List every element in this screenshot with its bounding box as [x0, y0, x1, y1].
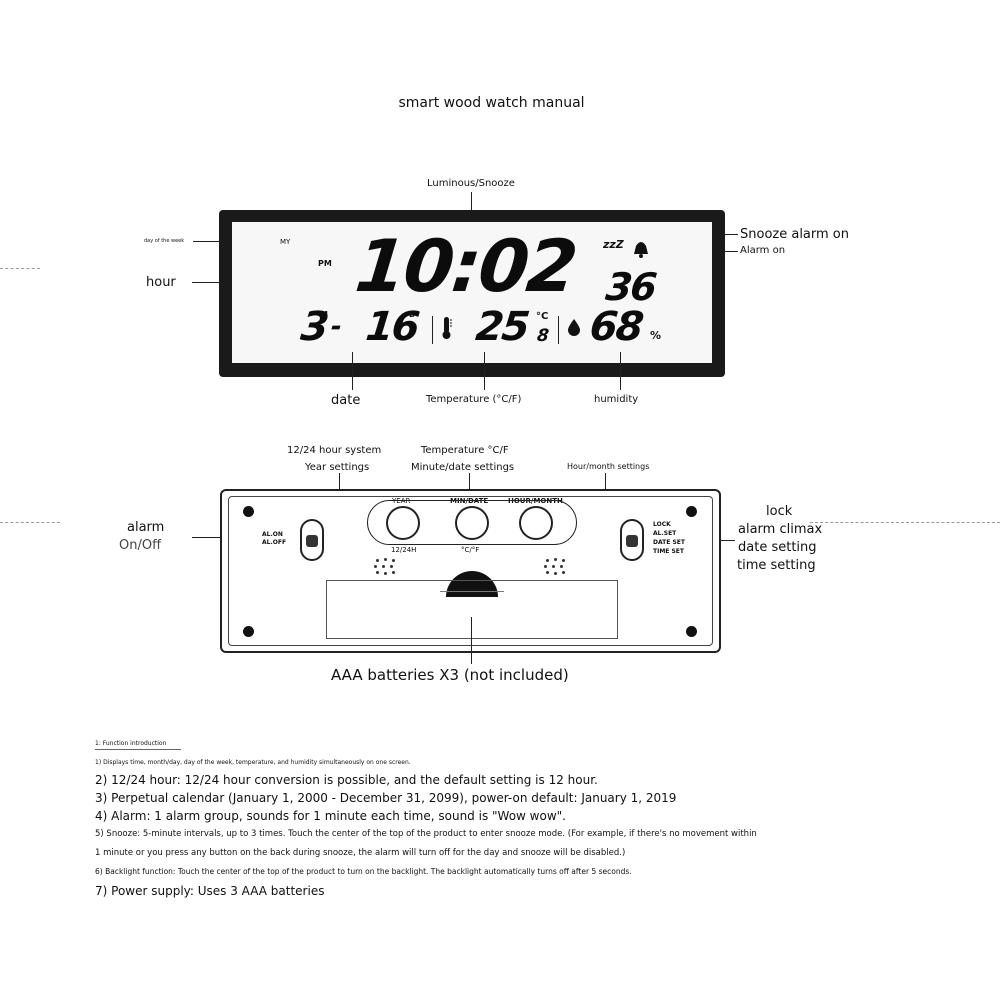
- edge-dash-right: [810, 522, 1000, 523]
- lcd-day-unit: D: [409, 310, 416, 319]
- hour-month-button[interactable]: [519, 506, 553, 540]
- leader-date: [352, 352, 353, 390]
- btn-label-1224h: 12/24H: [391, 546, 417, 554]
- lcd-divider-2: [558, 316, 559, 344]
- page-title: smart wood watch manual: [398, 95, 585, 111]
- label-temperature: Temperature (°C/F): [426, 394, 522, 405]
- back-panel-inner: [228, 496, 713, 646]
- btn-label-min-date: MIN/DATE: [450, 497, 489, 505]
- label-time-setting: time setting: [737, 558, 816, 573]
- snooze-zzz-icon: zzZ: [603, 238, 624, 251]
- year-button[interactable]: [386, 506, 420, 540]
- lcd-humidity-unit: %: [650, 329, 662, 342]
- min-date-button[interactable]: [455, 506, 489, 540]
- switch-label-timeset: TIME SET: [653, 548, 684, 555]
- water-drop-icon: [567, 318, 581, 336]
- intro-item-7: 7) Power supply: Uses 3 AAA batteries: [95, 884, 325, 898]
- label-temp-cf: Temperature °C/F: [421, 445, 509, 456]
- edge-dash-left-2: [0, 522, 60, 523]
- speaker-grille-icon: [374, 558, 398, 576]
- screw-icon: [243, 506, 254, 517]
- btn-label-cf: °C/°F: [461, 546, 480, 554]
- switch-label-alset: AL.SET: [653, 530, 677, 537]
- thermometer-icon: [441, 316, 453, 340]
- label-alarm: alarm: [127, 520, 165, 535]
- lcd-my: MY: [280, 238, 291, 246]
- battery-compartment[interactable]: [326, 580, 618, 639]
- leader-humidity: [620, 352, 621, 390]
- label-snooze-on: Snooze alarm on: [740, 227, 850, 242]
- label-day-of-week: day of the week: [144, 238, 185, 244]
- lcd-screen: [232, 222, 712, 363]
- intro-item-5b: 1 minute or you press any button on the …: [95, 848, 626, 858]
- intro-item-6: 6) Backlight function: Touch the center …: [95, 867, 632, 876]
- label-lock: lock: [766, 504, 793, 519]
- label-min-date-settings: Minute/date settings: [411, 462, 515, 473]
- lcd-temp-int: 25: [473, 304, 531, 350]
- label-batteries: AAA batteries X3 (not included): [331, 666, 569, 684]
- mode-switch[interactable]: [620, 519, 644, 561]
- label-humidity: humidity: [594, 394, 639, 405]
- btn-label-hour-month: HOUR/MONTH: [508, 497, 563, 505]
- intro-heading: 1: Function introduction: [95, 740, 167, 747]
- lcd-humidity: 68: [587, 304, 645, 350]
- intro-item-4: 4) Alarm: 1 alarm group, sounds for 1 mi…: [95, 809, 566, 823]
- label-hour-month-settings: Hour/month settings: [567, 462, 650, 471]
- btn-label-year: YEAR: [392, 497, 411, 505]
- speaker-grille-icon: [544, 558, 568, 576]
- leader-luminous: [471, 192, 472, 210]
- lcd-temp-dec: 8: [535, 326, 548, 346]
- intro-item-3: 3) Perpetual calendar (January 1, 2000 -…: [95, 791, 677, 805]
- screw-icon: [686, 626, 697, 637]
- lcd-divider-1: [432, 316, 433, 344]
- switch-label-al-off: AL.OFF: [262, 539, 287, 546]
- button-group: [367, 500, 577, 545]
- lcd-temp-unit: °C: [536, 311, 549, 322]
- label-date-setting: date setting: [738, 540, 817, 555]
- intro-heading-underline: [95, 749, 181, 750]
- switch-label-al-on: AL.ON: [262, 531, 283, 538]
- leader-temperature: [484, 352, 485, 390]
- switch-label-lock: LOCK: [653, 521, 671, 528]
- lcd-month-unit: M: [320, 310, 328, 319]
- label-date: date: [331, 393, 361, 408]
- label-alarm-on: Alarm on: [740, 245, 786, 256]
- lcd-seconds: 36: [603, 265, 658, 309]
- screw-icon: [243, 626, 254, 637]
- intro-item-2: 2) 12/24 hour: 12/24 hour conversion is …: [95, 773, 598, 787]
- bell-icon: [631, 240, 651, 258]
- label-hour: hour: [146, 275, 176, 290]
- lcd-time: 10:02: [351, 224, 580, 308]
- label-alarm-climax: alarm climax: [738, 522, 823, 537]
- battery-latch: [440, 591, 504, 592]
- intro-item-1: 1) Displays time, month/day, day of the …: [95, 759, 411, 766]
- leader-battery: [471, 617, 472, 664]
- label-on-off: On/Off: [119, 538, 162, 553]
- label-1224-system: 12/24 hour system: [287, 445, 382, 456]
- label-year-settings: Year settings: [305, 462, 370, 473]
- lcd-pm: PM: [318, 259, 332, 268]
- alarm-switch[interactable]: [300, 519, 324, 561]
- edge-dash-left: [0, 268, 40, 269]
- label-luminous-snooze: Luminous/Snooze: [427, 178, 515, 189]
- switch-label-dateset: DATE SET: [653, 539, 685, 546]
- intro-item-5a: 5) Snooze: 5-minute intervals, up to 3 t…: [95, 829, 757, 839]
- screw-icon: [686, 506, 697, 517]
